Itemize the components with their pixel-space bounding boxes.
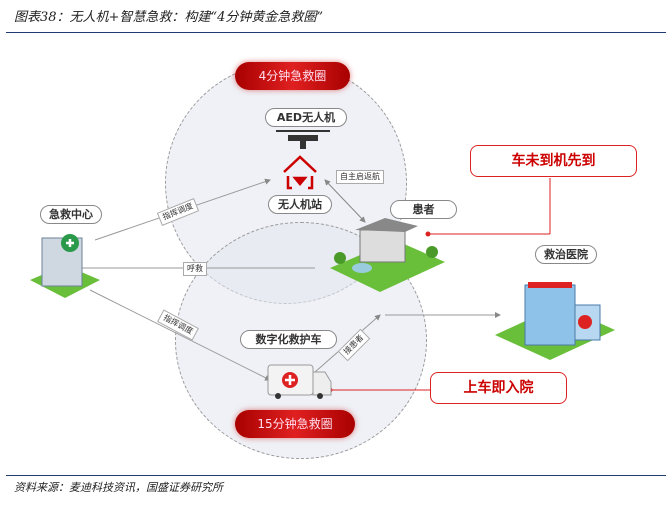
title-rule bbox=[6, 32, 666, 33]
hospital-label: 救治医院 bbox=[535, 245, 597, 264]
dispatch-line-bottom bbox=[89, 289, 271, 381]
outer-circle-label: 15分钟急救圈 bbox=[235, 410, 355, 438]
source-note: 资料来源：麦迪科技资讯，国盛证券研究所 bbox=[14, 481, 223, 494]
ambulance-label: 数字化救护车 bbox=[240, 330, 337, 349]
aed-drone-label: AED无人机 bbox=[265, 108, 347, 127]
auto-return-tag: 自主启返航 bbox=[336, 170, 384, 184]
drone-station-icon bbox=[283, 155, 317, 190]
admit-callout: 上车即入院 bbox=[430, 372, 567, 404]
source-rule bbox=[6, 475, 666, 476]
emergency-center-label: 急救中心 bbox=[40, 205, 102, 224]
ambulance-icon bbox=[267, 364, 332, 399]
inner-circle-label: 4分钟急救圈 bbox=[235, 62, 350, 90]
patient-label: 患者 bbox=[390, 200, 457, 219]
call-tag: 呼救 bbox=[183, 262, 207, 276]
drone-station-label: 无人机站 bbox=[268, 195, 332, 214]
drone-icon bbox=[276, 130, 330, 149]
hospital-icon bbox=[495, 282, 615, 360]
figure-title: 图表38：无人机+智慧急救：构建“4分钟黄金急救圈” bbox=[14, 10, 323, 25]
emergency-center-icon bbox=[30, 234, 100, 298]
return-line bbox=[324, 179, 366, 223]
patient-house-icon bbox=[330, 218, 445, 292]
drone-first-callout: 车未到机先到 bbox=[470, 145, 637, 177]
